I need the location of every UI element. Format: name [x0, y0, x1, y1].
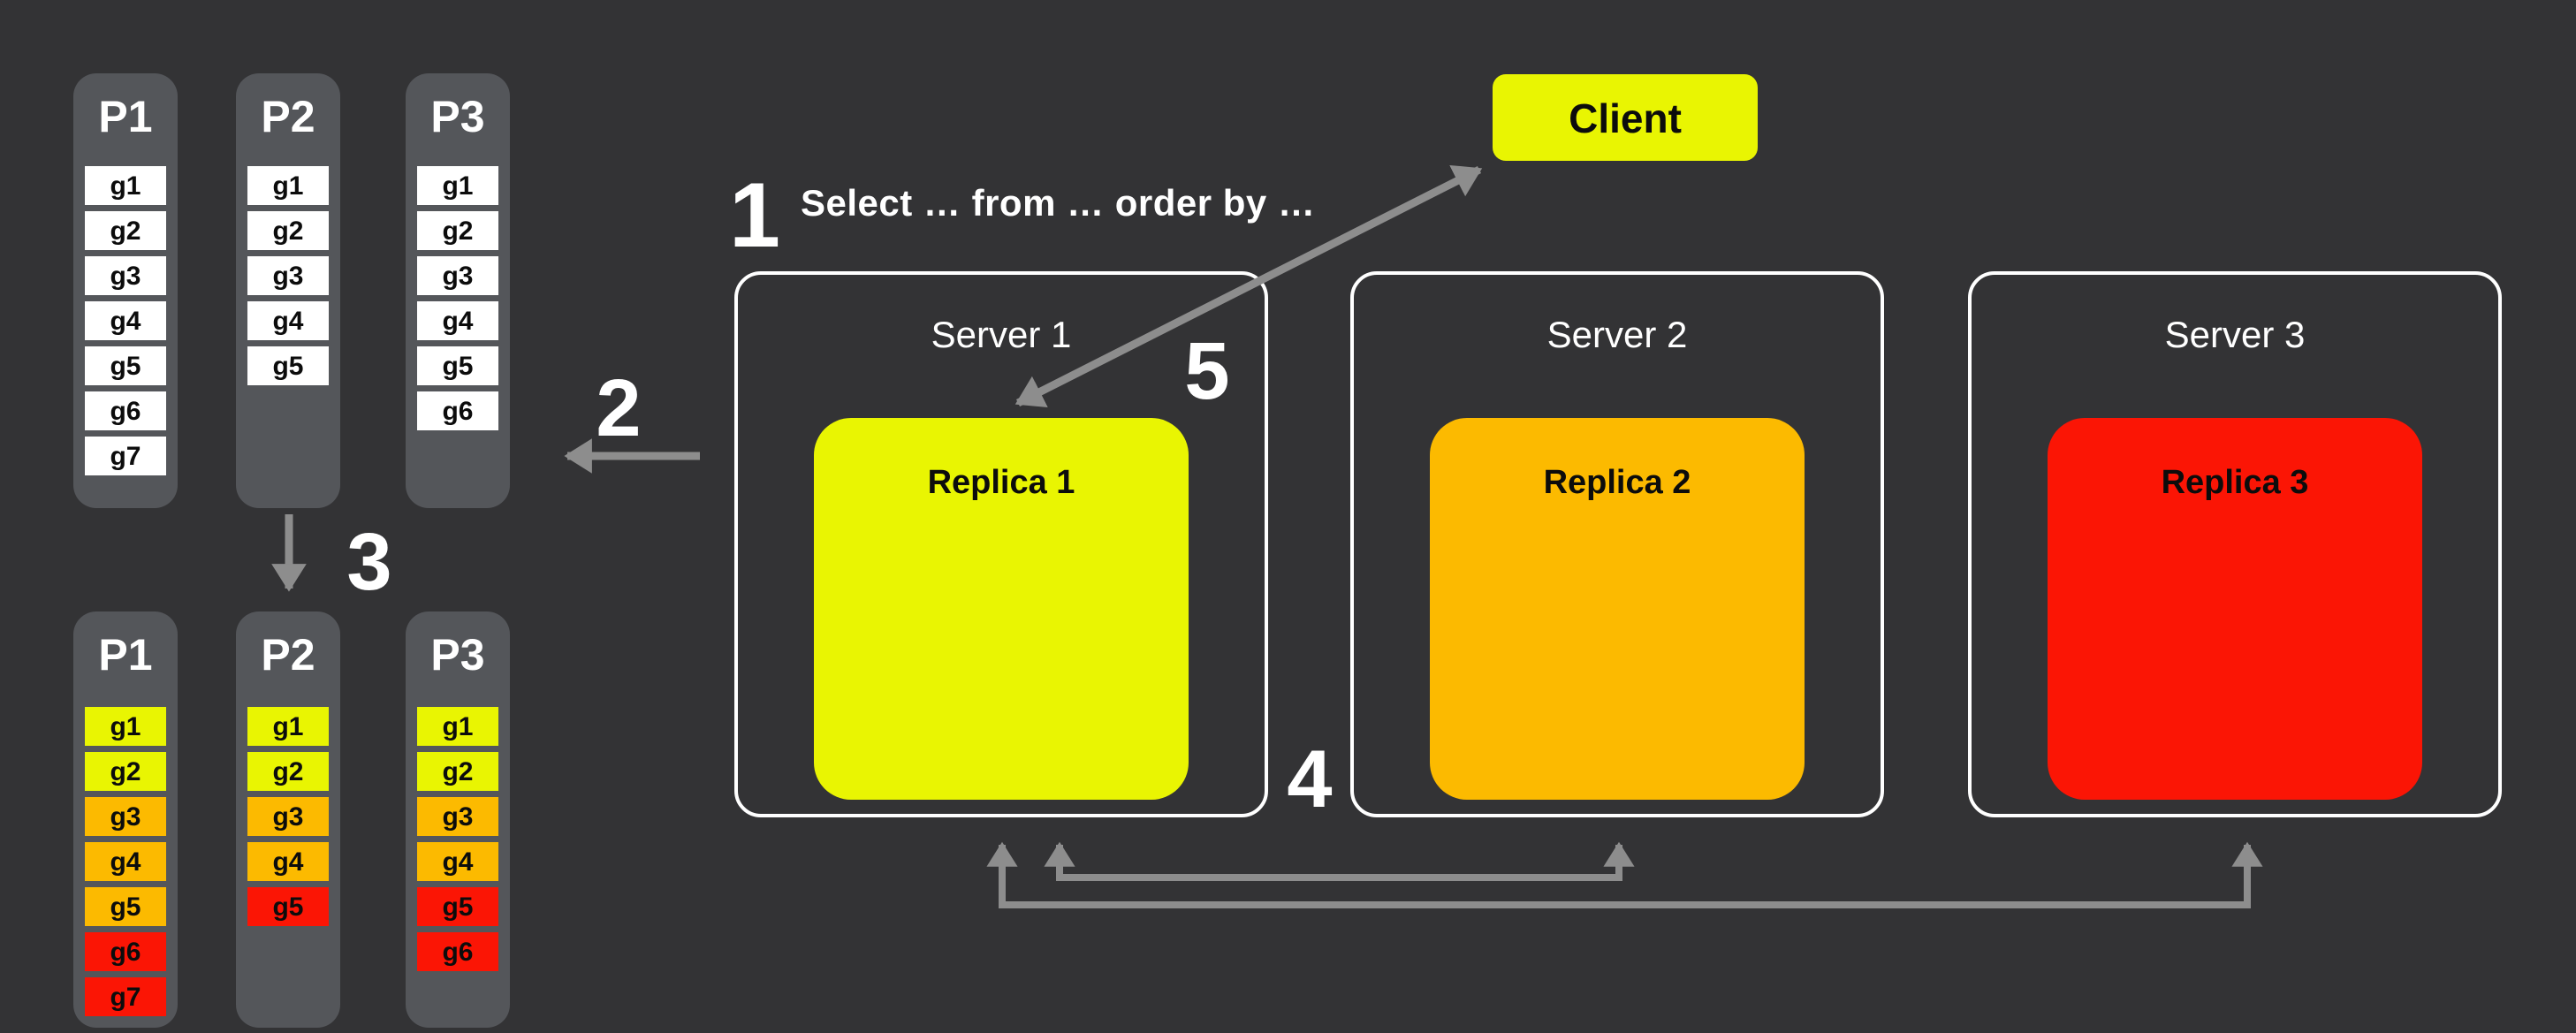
replica-2-box: Replica 2: [1430, 418, 1805, 800]
partition-item: g6: [417, 932, 498, 971]
server-title: Server 3: [2164, 314, 2306, 355]
partition-item: g6: [417, 391, 498, 430]
partition-item: g3: [247, 256, 329, 295]
partition-item: g4: [417, 301, 498, 340]
partition-item-list: g1 g2 g3 g4 g5: [247, 166, 329, 391]
partition-item: g5: [417, 346, 498, 385]
replica-label: Replica 1: [927, 464, 1075, 501]
partition-item: g2: [417, 211, 498, 250]
query-text: Select … from … order by …: [801, 182, 1316, 224]
partition-item: g6: [85, 932, 166, 971]
client-box: Client: [1493, 74, 1758, 161]
partition-item: g5: [85, 346, 166, 385]
partition-title: P1: [98, 92, 153, 141]
server-1-box: Server 1 Replica 1: [734, 271, 1268, 817]
partition-item: g2: [85, 211, 166, 250]
partition-item: g1: [417, 707, 498, 746]
partition-item: g2: [247, 211, 329, 250]
step-1-number: 1: [729, 164, 780, 267]
server-title: Server 2: [1546, 314, 1688, 355]
replica-1-box: Replica 1: [814, 418, 1189, 800]
partition-item: g6: [85, 391, 166, 430]
partition-item: g2: [85, 752, 166, 791]
partition-item: g1: [417, 166, 498, 205]
partition-item: g3: [417, 256, 498, 295]
partition-item-list: g1 g2 g3 g4 g5 g6 g7: [85, 707, 166, 1022]
replica-label: Replica 2: [1543, 464, 1691, 501]
partition-item: g3: [417, 797, 498, 836]
partition-item: g5: [85, 887, 166, 926]
partition-item: g3: [85, 797, 166, 836]
replica-label: Replica 3: [2161, 464, 2309, 501]
partition-item: g1: [247, 707, 329, 746]
partition-title: P1: [98, 630, 153, 680]
partition-item: g7: [85, 977, 166, 1016]
partition-item: g5: [417, 887, 498, 926]
server-2-box: Server 2 Replica 2: [1350, 271, 1884, 817]
partition-item-list: g1 g2 g3 g4 g5: [247, 707, 329, 932]
replication-arrow-server3: [986, 841, 2263, 908]
partition-item: g2: [417, 752, 498, 791]
partition-item: g7: [85, 437, 166, 475]
partition-title: P3: [430, 92, 485, 141]
step-3-number: 3: [346, 517, 392, 607]
step-2-number: 2: [596, 363, 642, 453]
partition-item: g4: [247, 842, 329, 881]
partition-item: g4: [247, 301, 329, 340]
partition-title: P2: [261, 92, 315, 141]
partition-item: g4: [85, 301, 166, 340]
replica-3-box: Replica 3: [2048, 418, 2422, 800]
partition-bottom-p1: P1 g1 g2 g3 g4 g5 g6 g7: [73, 611, 178, 1028]
partition-item: g4: [417, 842, 498, 881]
partition-item: g4: [85, 842, 166, 881]
partition-item: g5: [247, 346, 329, 385]
partition-item: g2: [247, 752, 329, 791]
server-3-box: Server 3 Replica 3: [1968, 271, 2502, 817]
step-4-number: 4: [1287, 734, 1333, 824]
partition-title: P2: [261, 630, 315, 680]
partition-bottom-p2: P2 g1 g2 g3 g4 g5: [236, 611, 340, 1028]
replication-arrow-server2: [1044, 841, 1635, 881]
partition-title: P3: [430, 630, 485, 680]
partition-top-p1: P1 g1 g2 g3 g4 g5 g6 g7: [73, 73, 178, 508]
step-5-number: 5: [1184, 326, 1230, 416]
partition-item: g1: [85, 707, 166, 746]
partition-item-list: g1 g2 g3 g4 g5 g6: [417, 707, 498, 977]
partition-item: g5: [247, 887, 329, 926]
partition-bottom-p3: P3 g1 g2 g3 g4 g5 g6: [406, 611, 510, 1028]
partition-item-list: g1 g2 g3 g4 g5 g6: [417, 166, 498, 437]
partition-item-list: g1 g2 g3 g4 g5 g6 g7: [85, 166, 166, 482]
partition-item: g1: [85, 166, 166, 205]
partition-item: g3: [247, 797, 329, 836]
partition-top-p3: P3 g1 g2 g3 g4 g5 g6: [406, 73, 510, 508]
partition-item: g3: [85, 256, 166, 295]
partition-top-p2: P2 g1 g2 g3 g4 g5: [236, 73, 340, 508]
partition-item: g1: [247, 166, 329, 205]
